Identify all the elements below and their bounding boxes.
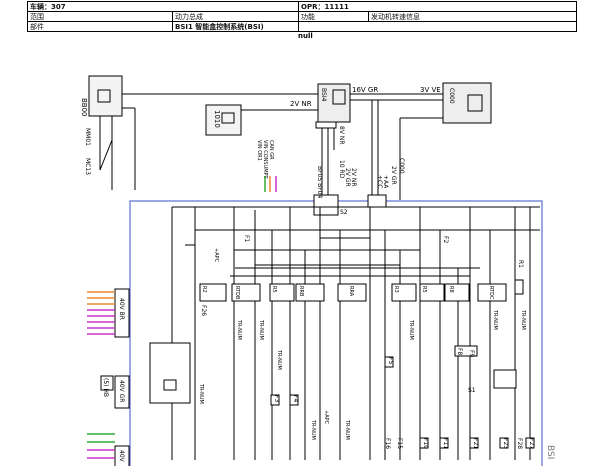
wire-label: CAN GR xyxy=(268,140,274,160)
wire-label: 2V GR xyxy=(390,166,397,185)
trnum-label: TR-NUM xyxy=(492,309,498,330)
relay-r3 xyxy=(391,283,417,302)
wire-label: BF05 BF04 xyxy=(316,166,323,198)
relay-label: RTDC xyxy=(488,286,494,300)
ground-label: MM01 xyxy=(84,128,91,146)
c000-connector xyxy=(442,82,492,124)
wire-label: 40V xyxy=(118,450,125,463)
relay-label: RRB xyxy=(298,286,304,297)
relay-label: R3 xyxy=(393,286,399,293)
fuse-label: F9 xyxy=(468,350,475,357)
apc-label: +APC xyxy=(213,248,219,263)
diag-icon xyxy=(221,112,235,124)
relay-rra xyxy=(337,283,367,302)
trnum-label: TR-NUM xyxy=(520,309,526,330)
ground-label: MC13 xyxy=(84,158,91,175)
battery-label: BB00 xyxy=(80,98,88,117)
connector-icon xyxy=(163,379,177,391)
fuse-label: F28 xyxy=(516,438,523,449)
fuse-label: F2 xyxy=(442,236,449,243)
fuse-label: F26 xyxy=(200,305,207,316)
fuse-label: F3 xyxy=(273,395,280,402)
info-table: 车辆：307 OPR：11111 范围 动力总成 功能 发动机转速信息 部件 B… xyxy=(27,1,578,32)
c000-label: C000 xyxy=(448,88,455,104)
resistor-label: R1 xyxy=(517,260,524,268)
relay-label: R8 xyxy=(448,286,454,293)
wire-label: C000 xyxy=(398,158,405,174)
bsi4-icon xyxy=(332,89,346,105)
relay-label: RTDB xyxy=(234,286,240,300)
table-row: 范围 动力总成 功能 发动机转速信息 xyxy=(27,11,578,22)
resistor-r1 xyxy=(514,279,524,295)
fuse-label: F4 xyxy=(292,395,299,402)
bsi4-label: BSI4 xyxy=(320,88,327,102)
switch-label: S1 xyxy=(468,387,476,394)
fuse-label: F21 xyxy=(472,438,479,449)
wire-label: (5) HB xyxy=(102,378,109,397)
battery-box xyxy=(88,75,123,117)
fuse-label: F1 xyxy=(243,235,250,242)
fuse-label: F8 xyxy=(456,348,463,355)
relay-r8 xyxy=(444,283,470,302)
apc-label: +APC xyxy=(323,410,329,425)
fuse-label: F5 xyxy=(387,357,394,364)
relay-rrb xyxy=(295,283,325,302)
diag-label: 1010 xyxy=(213,110,221,128)
wire-label: 3V VE xyxy=(420,86,441,94)
wire-label: 2V GR xyxy=(344,168,351,187)
fuse-label: F10 xyxy=(422,438,429,449)
left-connector-block xyxy=(149,342,191,404)
trnum-label: TR-NUM xyxy=(198,383,204,404)
relay-label: R2 xyxy=(201,286,207,293)
relay-label: R5 xyxy=(271,286,277,293)
null-note: null xyxy=(298,32,313,40)
relay-rtdc xyxy=(477,283,507,302)
trnum-label: TR-NUM xyxy=(408,319,414,340)
wire-label: +AA xyxy=(382,175,389,189)
table-row: 部件 BSI1 智能盒控制系统(BSI) xyxy=(27,21,578,32)
battery-icon xyxy=(97,89,111,103)
wire-label: VIN CONSUMPT xyxy=(262,140,268,180)
wire-label: +CC xyxy=(376,175,383,188)
relay-r2 xyxy=(199,283,227,302)
relay-label: RRA xyxy=(348,286,354,297)
fuse-label: F15 xyxy=(396,438,403,449)
empty-cell xyxy=(297,21,578,32)
fuse-label: F16 xyxy=(384,438,391,449)
trnum-label: TR-NUM xyxy=(310,419,316,440)
wire-label: 16V GR xyxy=(352,86,378,94)
fuse-label: F27 xyxy=(528,438,535,449)
c000-icon xyxy=(467,94,483,112)
wire-label: VIN OR1 xyxy=(256,140,262,161)
wire-label: 8V NR xyxy=(338,126,345,145)
diag-box xyxy=(205,104,242,136)
wire-label: 40V BR xyxy=(118,298,125,320)
trnum-label: TR-NUM xyxy=(258,319,264,340)
trnum-label: TR-NUM xyxy=(236,319,242,340)
relay-r11 xyxy=(493,369,517,389)
fuse-label: F23 xyxy=(502,438,509,449)
wire-label: 10 RD xyxy=(338,160,345,179)
relay-r5 xyxy=(269,283,295,302)
bsi-main-box xyxy=(129,200,543,466)
trnum-label: TR-NUM xyxy=(344,419,350,440)
wire-label: 2V NR xyxy=(290,100,312,108)
relay-r5b xyxy=(419,283,445,302)
fuse-label: F11 xyxy=(442,438,449,449)
relay-rtdb xyxy=(231,283,261,302)
switch-label: S2 xyxy=(340,209,348,216)
relay-label: R5 xyxy=(421,286,427,293)
wire-label: 2V NR xyxy=(350,168,357,187)
wire-label: 40V GR xyxy=(118,380,125,402)
trnum-label: TR-NUM xyxy=(276,349,282,370)
bsi-side-label: BSI xyxy=(545,445,555,459)
